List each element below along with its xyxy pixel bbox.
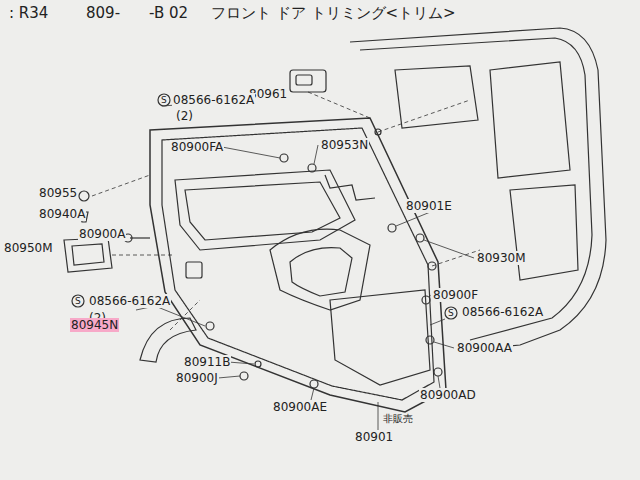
part-number: 80950M [3, 241, 54, 255]
service-mark: S [448, 308, 454, 318]
service-mark: S [161, 95, 167, 105]
part-number: 80901 [354, 430, 394, 444]
part-number: 80900A [78, 227, 126, 241]
header-label: -B 02 [148, 4, 189, 22]
part-number: 80930M [476, 251, 527, 265]
part-number: 80955 [38, 186, 78, 200]
service-mark: S [75, 296, 81, 306]
part-number: 08566-6162A [461, 305, 544, 319]
part-number: 80900FA [170, 140, 224, 154]
part-number: 08566-6162A [88, 294, 171, 308]
header-label: 809- [85, 4, 121, 22]
part-number: 80911B [183, 355, 231, 369]
quantity: (2) [175, 109, 194, 123]
diagram-title: フロント ドア トリミング<トリム> [210, 4, 457, 22]
part-number: 08566-6162A [172, 93, 255, 107]
part-number: 80901E [405, 199, 453, 213]
part-number: 80953N [320, 138, 369, 152]
part-number: 80900AA [456, 341, 513, 355]
part-number-highlighted: 80945N [70, 318, 119, 332]
part-number: 80900J [175, 371, 219, 385]
part-number: 80900F [432, 288, 479, 302]
header-label: : R34 [8, 4, 49, 22]
part-number: 80940A [38, 207, 86, 221]
part-number: 80900AE [272, 400, 328, 414]
part-number: 80900AD [419, 388, 477, 402]
note: 非販売 [382, 413, 414, 425]
